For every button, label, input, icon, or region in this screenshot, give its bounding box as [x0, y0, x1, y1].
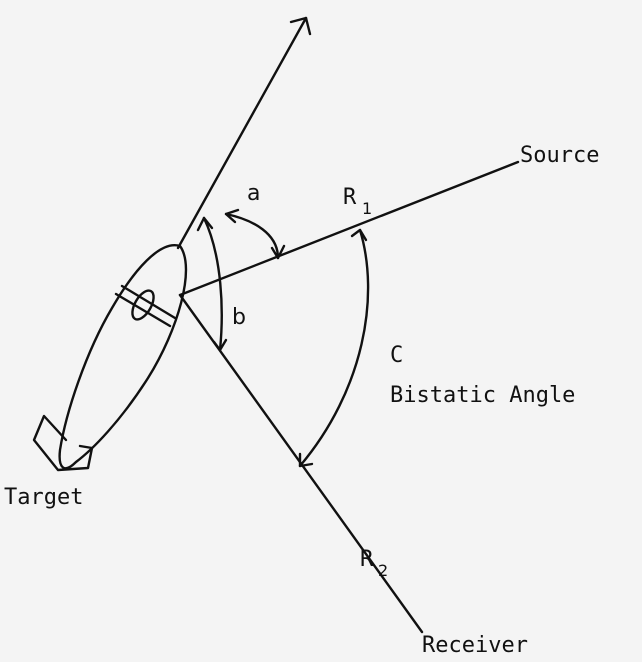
angle-c-label: C	[390, 343, 403, 368]
source-line	[178, 160, 520, 297]
heading-ray	[176, 16, 312, 250]
angle-a-label: a	[247, 181, 260, 206]
receiver-label: Receiver	[422, 633, 528, 658]
angle-b-label: b	[232, 305, 246, 330]
svg-text:2: 2	[378, 561, 388, 580]
angle-b-arc	[196, 216, 228, 352]
bistatic-angle-arc	[298, 228, 370, 468]
svg-text:R: R	[360, 547, 374, 572]
r1-label: R 1	[343, 185, 372, 218]
source-label: Source	[520, 143, 599, 168]
target-submarine	[32, 244, 188, 472]
target-label: Target	[4, 485, 83, 510]
angle-a-arc	[224, 208, 286, 260]
svg-text:R: R	[343, 185, 357, 210]
r2-label: R 2	[360, 547, 388, 580]
svg-text:1: 1	[362, 199, 372, 218]
bistatic-angle-label: Bistatic Angle	[390, 383, 575, 408]
